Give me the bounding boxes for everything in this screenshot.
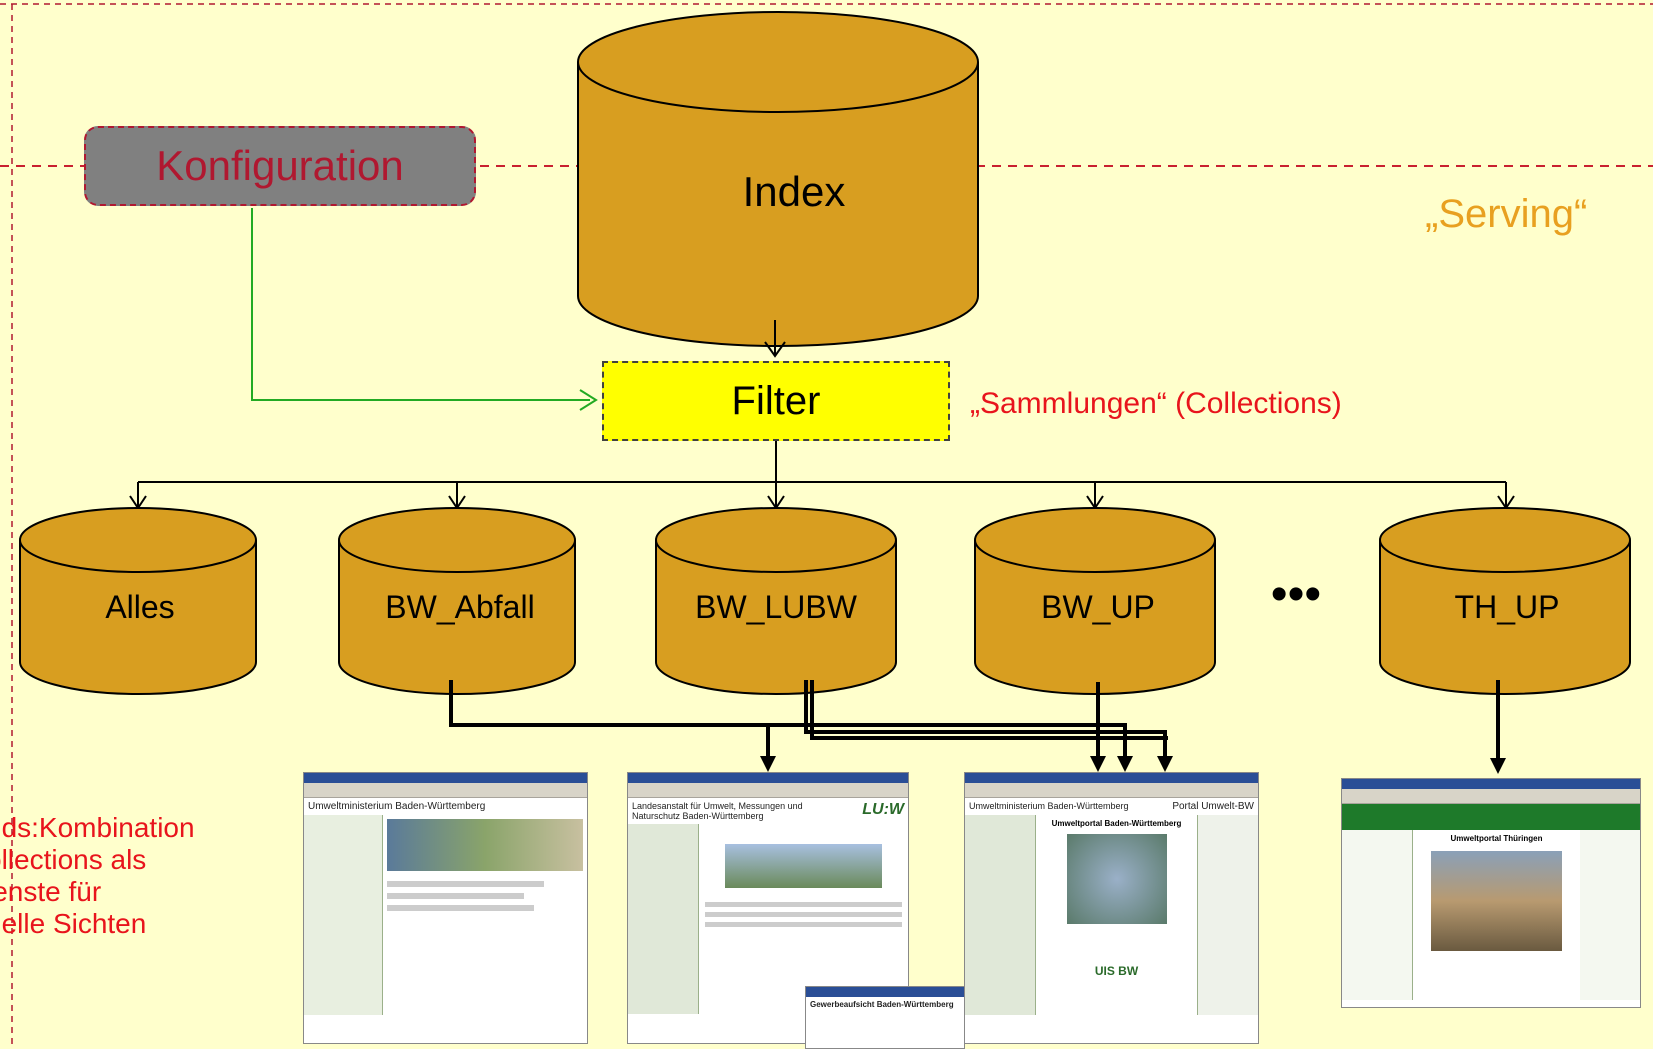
screenshot-bw-lubw: Landesanstalt für Umwelt, Messungen und … [627,772,909,1044]
screenshot-th-up: Umweltportal Thüringen [1341,778,1641,1008]
portal-subtitle: Umweltportal Baden-Württemberg [1051,819,1182,828]
uis-logo: UIS BW [1094,964,1139,978]
screenshot-title: Umweltportal Thüringen [1450,834,1543,843]
portal-title: Portal Umwelt-BW [1172,801,1254,812]
collections-label: „Sammlungen“ (Collections) [970,387,1342,420]
index-label: Index [743,168,846,215]
cylinder-bw-up: BW_UP [974,507,1216,695]
side-note-line: ienste für [0,876,102,907]
screenshot-title: Gewerbeaufsicht Baden-Württemberg [810,1000,954,1009]
view-arrowheads [760,756,1506,774]
alles-label: Alles [105,589,174,625]
bw-up-label: BW_UP [1041,589,1155,625]
screenshot-title: Umweltministerium Baden-Württemberg [969,801,1129,811]
filter-box: Filter [602,361,950,441]
index-cylinder: Index [577,11,979,347]
lubw-logo: LU:W [862,801,904,818]
cylinder-bw-abfall: BW_Abfall [338,507,576,695]
th-up-label: TH_UP [1455,589,1560,625]
cylinder-alles: Alles [19,507,257,695]
side-note-line: nds:Kombination [0,812,195,843]
bw-abfall-label: BW_Abfall [385,589,534,625]
cylinder-th-up: TH_UP [1379,507,1631,695]
screenshot-title: Landesanstalt für Umwelt, Messungen und … [632,801,803,821]
screenshot-bw-up: Umweltministerium Baden-Württemberg Port… [964,772,1259,1044]
side-note-line: uelle Sichten [0,908,147,939]
screenshot-bw-abfall: Umweltministerium Baden-Württemberg [303,772,588,1044]
arrow-config-to-filter [251,208,598,411]
arrow-index-to-filter [764,320,786,358]
side-note-line: ollections als [0,844,147,875]
screenshot-gewerbeaufsicht: Gewerbeaufsicht Baden-Württemberg [805,986,965,1049]
screenshot-title: Umweltministerium Baden-Württemberg [308,801,486,812]
ellipsis-dots: ••• [1271,568,1321,621]
filter-distribution-lines [129,441,1515,510]
view-connection-lines [449,680,1500,760]
side-note: nds:Kombination ollections als ienste fü… [0,812,286,940]
cylinder-bw-lubw: BW_LUBW [655,507,897,695]
konfiguration-box: Konfiguration [84,126,476,206]
bw-lubw-label: BW_LUBW [695,589,858,625]
serving-label: „Serving“ [1425,192,1588,236]
outer-dashed-frame [0,3,1653,1049]
